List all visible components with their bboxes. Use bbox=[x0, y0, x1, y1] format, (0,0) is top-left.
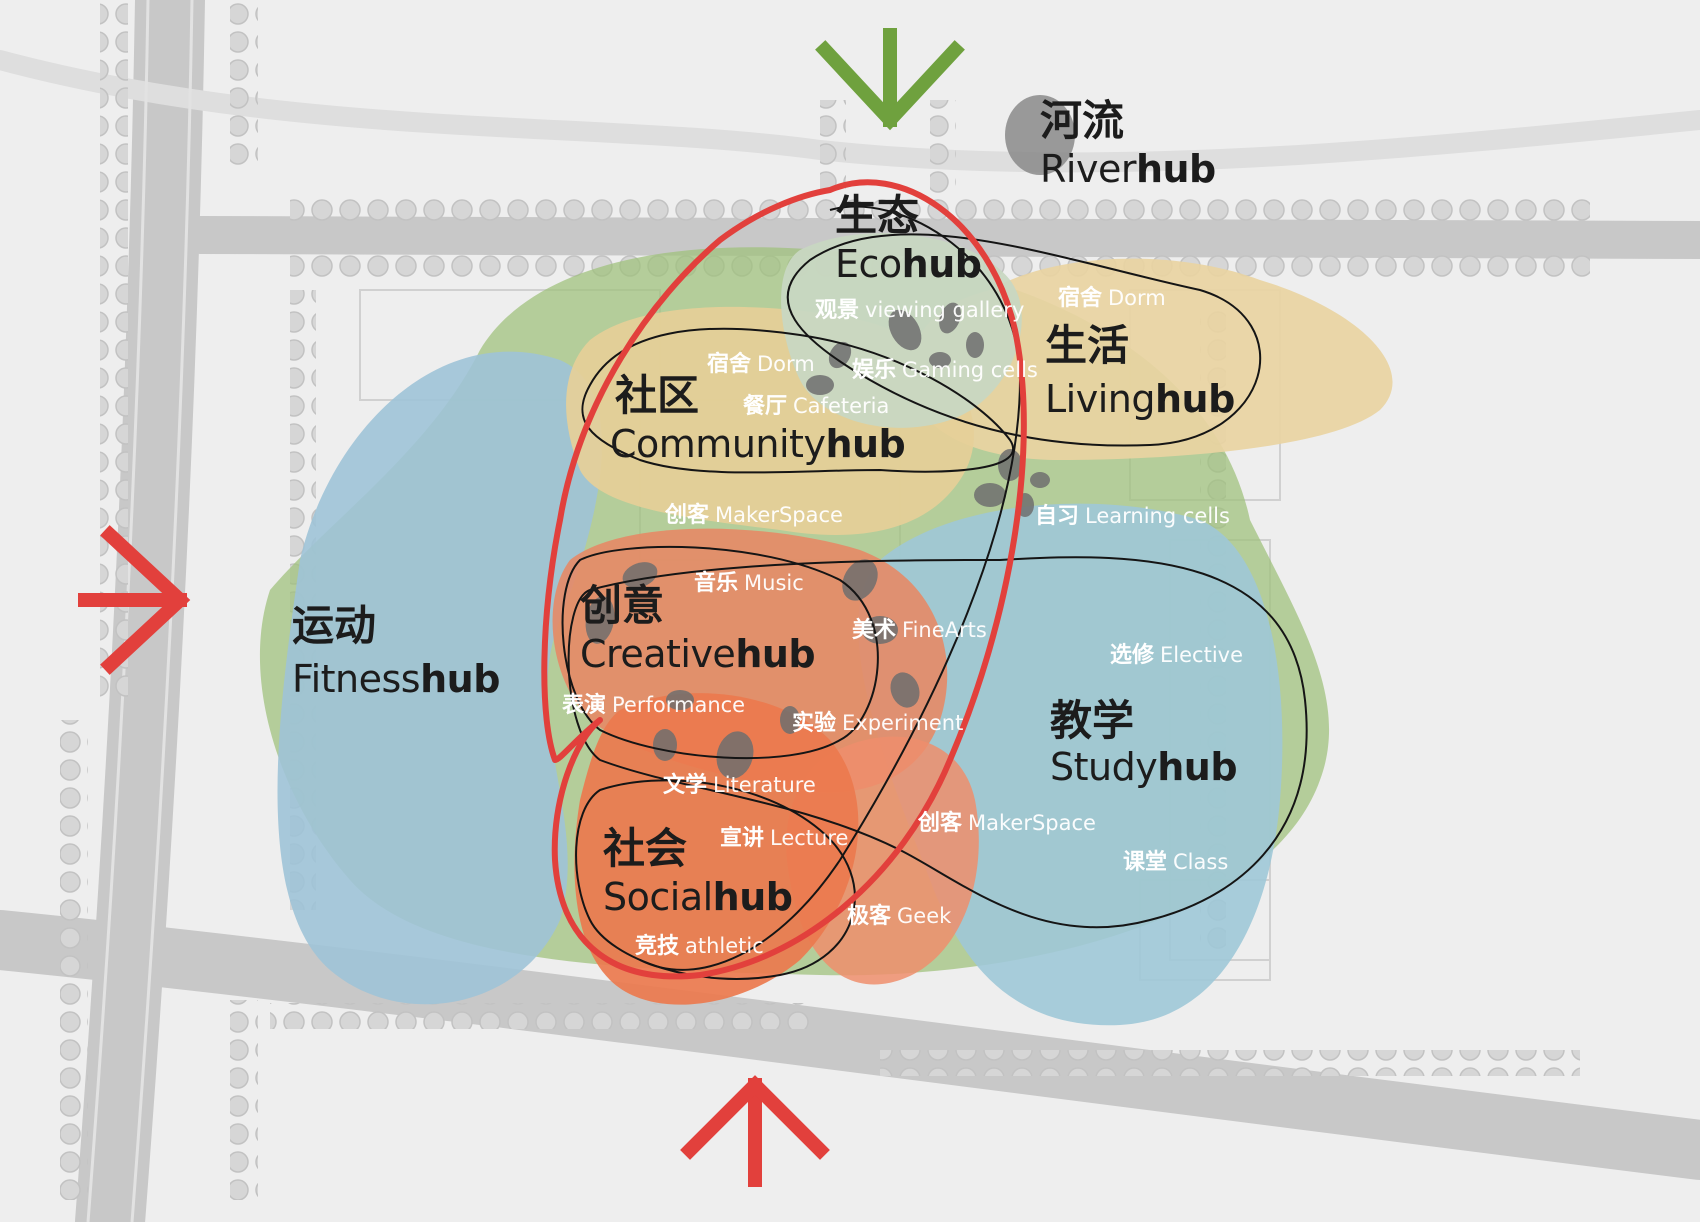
hub-outlines bbox=[561, 205, 1308, 980]
study-hub-zh: 教学 bbox=[1050, 696, 1135, 745]
fitness-blob bbox=[277, 351, 602, 1005]
study-loop bbox=[567, 556, 1308, 929]
social-blob bbox=[574, 693, 859, 1005]
living-hub-zh: 生活 bbox=[1045, 321, 1130, 370]
fitness-hub-zh: 运动 bbox=[292, 601, 377, 650]
creative-hub-zh: 创意 bbox=[580, 581, 665, 630]
creative-hub-en: Creativehub bbox=[580, 632, 816, 676]
core-zone-outline bbox=[541, 179, 1027, 980]
study-hub-en: Studyhub bbox=[1050, 745, 1238, 789]
community-hub-en: Communityhub bbox=[610, 422, 906, 466]
south-entry-arrow bbox=[680, 1075, 830, 1187]
community-hub-zh: 社区 bbox=[615, 371, 700, 420]
eco-hub-en: Ecohub bbox=[835, 242, 982, 286]
living-blob bbox=[908, 258, 1393, 460]
north-entry-arrow bbox=[815, 28, 965, 131]
cells bbox=[585, 95, 1075, 779]
eco-living-loop bbox=[786, 233, 1262, 447]
zone-blobs bbox=[259, 233, 1393, 1026]
creative-loop bbox=[561, 545, 879, 760]
river-hub-en: Riverhub bbox=[1040, 147, 1216, 191]
entry-arrows bbox=[78, 28, 965, 1187]
fitness-hub-en: Fitnesshub bbox=[292, 657, 500, 701]
social-hub-zh: 社会 bbox=[603, 824, 688, 873]
west-entry-arrow bbox=[78, 525, 191, 675]
river-hub-zh: 河流 bbox=[1040, 96, 1125, 145]
social-hub-en: Socialhub bbox=[603, 875, 793, 919]
community-loop bbox=[581, 327, 1014, 474]
spine-loop bbox=[639, 205, 1022, 971]
living-hub-en: Livinghub bbox=[1045, 377, 1235, 421]
social-loop bbox=[575, 779, 856, 980]
eco-hub-zh: 生态 bbox=[835, 191, 920, 240]
